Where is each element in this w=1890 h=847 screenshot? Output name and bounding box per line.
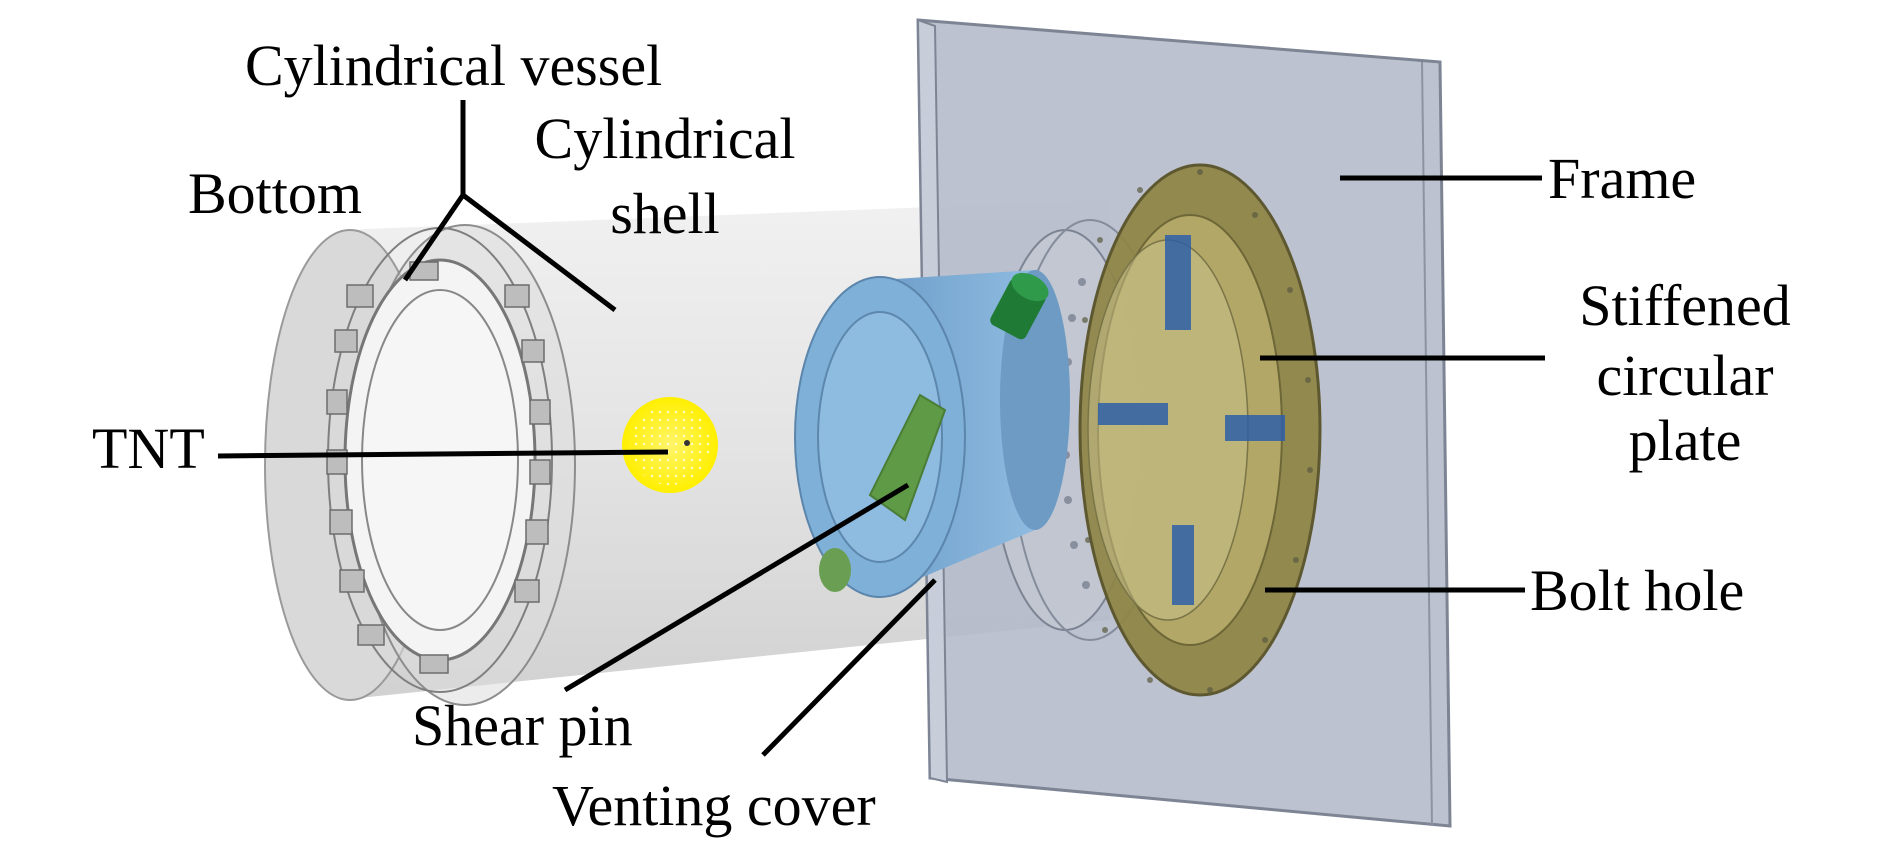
label-frame: Frame: [1548, 146, 1697, 211]
label-stiffened-line1: Stiffened: [1579, 273, 1791, 338]
leader-shell: [461, 193, 617, 312]
stiffened-circular-plate: [1078, 163, 1322, 697]
shear-pin: [819, 272, 1049, 592]
leader-lines: [217, 100, 1545, 757]
label-stiffened-line3: plate: [1628, 408, 1742, 473]
label-cylindrical-vessel: Cylindrical vessel: [245, 33, 663, 98]
leader-tnt: [217, 449, 669, 459]
leader-venting-cover: [761, 578, 937, 757]
tnt-charge: [622, 397, 718, 493]
label-bottom: Bottom: [188, 161, 363, 226]
leader-bottom: [402, 193, 466, 282]
label-tnt: TNT: [92, 416, 205, 481]
bottom-flange: [326, 224, 576, 706]
label-stiffened-line2: circular: [1596, 343, 1774, 408]
label-cylindrical-shell-line2: shell: [610, 181, 720, 246]
label-shear-pin: Shear pin: [412, 693, 633, 758]
label-venting-cover: Venting cover: [552, 773, 876, 838]
leader-shear-pin: [563, 482, 910, 693]
label-bolt-hole: Bolt hole: [1530, 558, 1745, 623]
label-cylindrical-shell-line1: Cylindrical: [534, 106, 796, 171]
